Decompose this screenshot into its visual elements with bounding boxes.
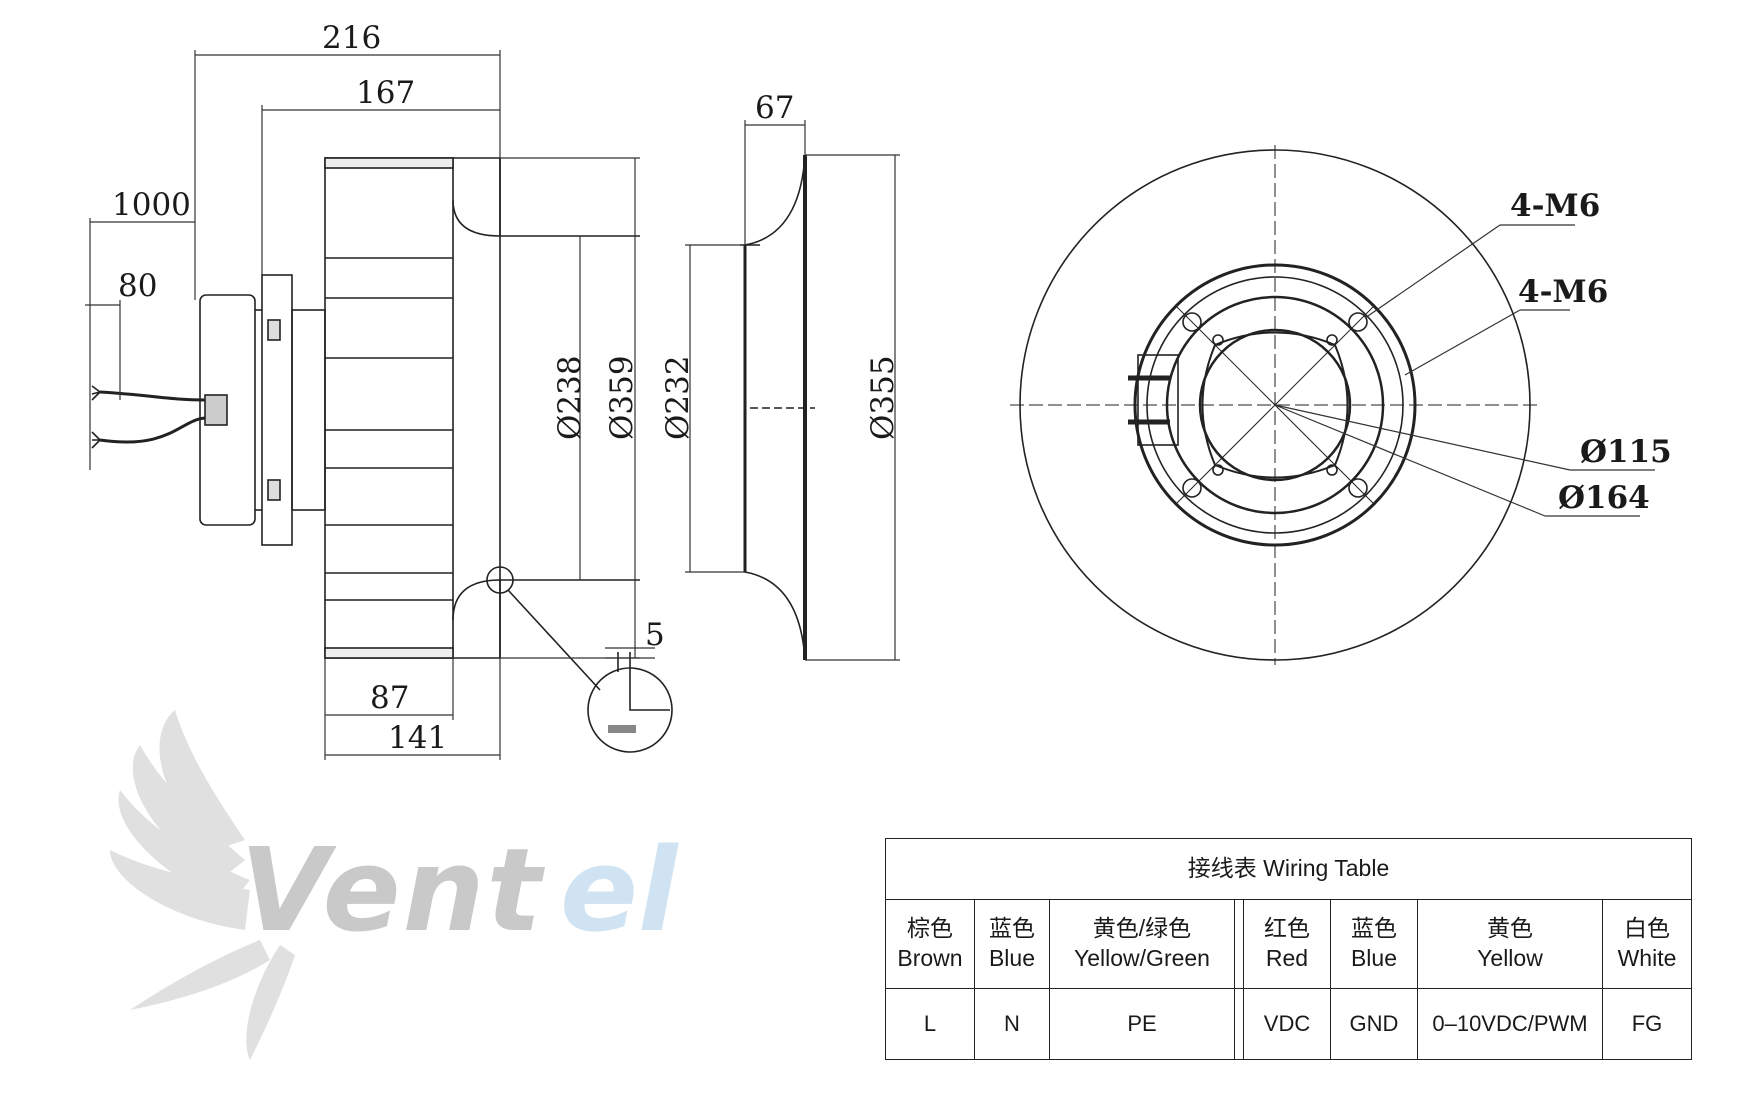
dim-outer-diameter: Ø355 bbox=[865, 355, 901, 440]
wiring-table-value-row: L N PE VDC GND 0–10VDC/PWM FG bbox=[885, 988, 1692, 1060]
inlet-ring-view bbox=[740, 154, 815, 661]
detail-marker bbox=[486, 566, 514, 594]
callout-flange-diameter: Ø164 bbox=[1558, 480, 1650, 516]
table-separator bbox=[1234, 899, 1244, 989]
dim-impeller-depth: 141 bbox=[388, 720, 447, 756]
side-view-dim-labels: 216 167 1000 80 Ø238 Ø359 5 87 141 bbox=[112, 20, 665, 756]
front-view-leaders bbox=[1274, 224, 1655, 517]
dim-cable-length: 1000 bbox=[112, 187, 191, 223]
bolt-hole-icon bbox=[1348, 478, 1368, 498]
value-yellow: 0–10VDC/PWM bbox=[1417, 988, 1603, 1060]
callout-bore-diameter: Ø115 bbox=[1580, 434, 1672, 470]
inlet-ring-dimensions bbox=[685, 120, 900, 661]
dim-cable-strip: 80 bbox=[118, 268, 157, 304]
dim-impeller-diameter: Ø359 bbox=[604, 355, 640, 440]
value-white: FG bbox=[1602, 988, 1692, 1060]
dim-overall-length: 216 bbox=[322, 20, 381, 56]
bolt-hole-icon bbox=[1348, 312, 1368, 332]
dim-motor-to-outlet: 167 bbox=[356, 75, 415, 111]
impeller-body bbox=[324, 157, 454, 659]
table-separator bbox=[1234, 988, 1244, 1060]
front-view bbox=[1010, 145, 1540, 665]
motor-housing bbox=[199, 294, 256, 526]
value-brown: L bbox=[885, 988, 975, 1060]
side-view bbox=[91, 157, 673, 753]
watermark-ven-text: Vent bbox=[240, 824, 546, 958]
inlet-ring-dim-labels: 67 Ø232 Ø355 bbox=[660, 90, 901, 440]
dim-ring-depth: 67 bbox=[755, 90, 794, 126]
bolt-hole-icon bbox=[1182, 312, 1202, 332]
dim-inner-depth: 87 bbox=[370, 680, 409, 716]
ventel-watermark: Vent el bbox=[110, 710, 679, 1060]
connector-block bbox=[1137, 354, 1179, 446]
motor-flange bbox=[261, 274, 293, 546]
bolt-hole-icon bbox=[1182, 478, 1202, 498]
dim-detail-gap: 5 bbox=[645, 617, 665, 653]
wiring-table-title: 接线表 Wiring Table bbox=[885, 838, 1692, 900]
watermark-el-text: el bbox=[560, 824, 679, 958]
value-yellow-green: PE bbox=[1049, 988, 1235, 1060]
value-blue-2: GND bbox=[1330, 988, 1418, 1060]
dim-outlet-diameter: Ø238 bbox=[552, 355, 588, 440]
value-blue: N bbox=[974, 988, 1050, 1060]
front-view-callouts: 4-M6 4-M6 Ø115 Ø164 bbox=[1510, 188, 1672, 516]
value-red: VDC bbox=[1243, 988, 1331, 1060]
cable-1 bbox=[99, 390, 206, 402]
fan-logo-icon bbox=[110, 710, 295, 1060]
cable-gland bbox=[204, 394, 228, 426]
callout-threads-inner: 4-M6 bbox=[1518, 274, 1608, 310]
cable-2 bbox=[99, 416, 206, 444]
dim-inner-diameter: Ø232 bbox=[660, 355, 696, 440]
side-view-dimensions bbox=[85, 50, 655, 760]
callout-threads-outer: 4-M6 bbox=[1510, 188, 1600, 224]
